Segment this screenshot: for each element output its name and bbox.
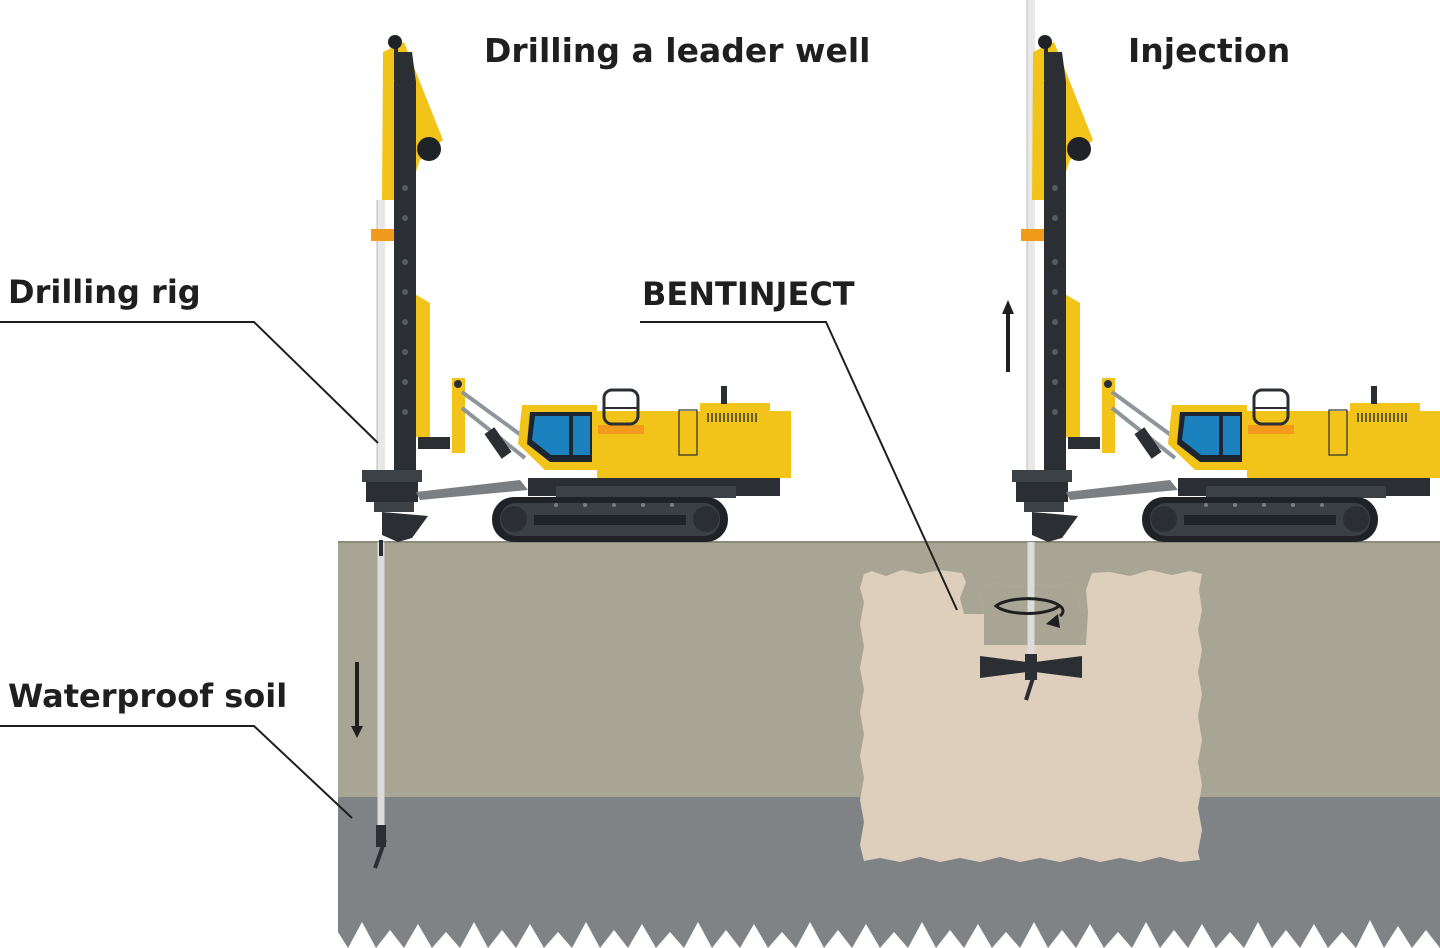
waterproof-soil-leader-line [0, 725, 353, 819]
rotation-arrow-icon [993, 597, 1065, 628]
arrow-down-icon [351, 662, 363, 738]
callout-bentinject: BENTINJECT [642, 275, 855, 313]
callout-waterproof-soil: Waterproof soil [8, 677, 287, 715]
title-drilling-leader-well: Drilling a leader well [484, 31, 871, 70]
bentinject-zone [860, 570, 1202, 862]
drilling-rig-leader-line [0, 321, 379, 444]
title-injection: Injection [1128, 31, 1290, 70]
drill-bit-blade [373, 839, 387, 869]
drill-bit [376, 825, 386, 847]
arrow-up-icon [1002, 300, 1014, 372]
drilling-rig-right [1010, 33, 1440, 544]
mixing-head [980, 654, 1082, 701]
callout-drilling-rig: Drilling rig [8, 273, 201, 311]
bentinject-leader-line [640, 321, 958, 611]
